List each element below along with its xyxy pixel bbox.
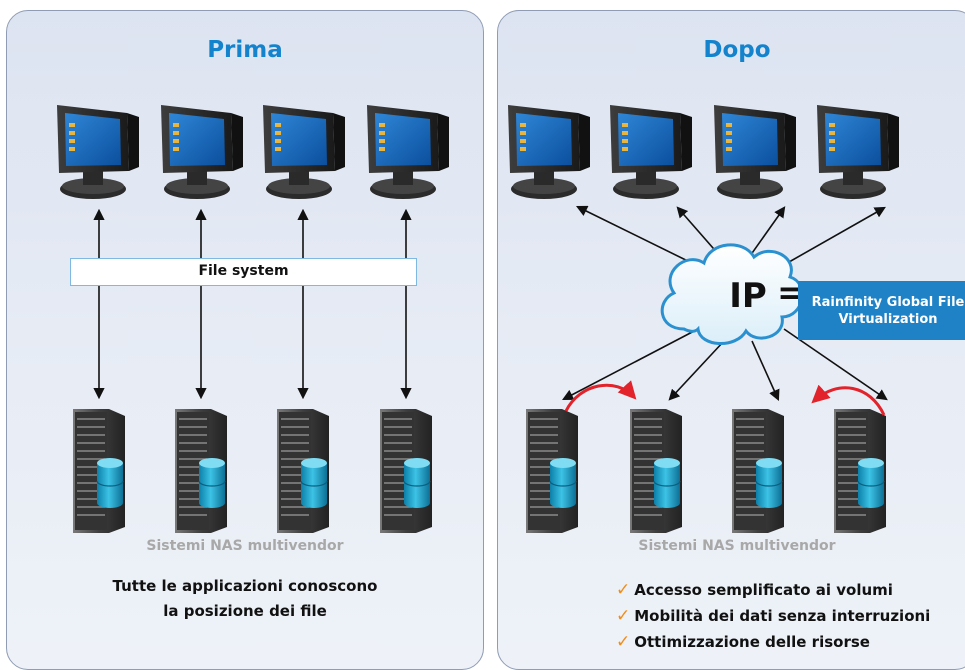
benefit-text: Mobilità dei dati senza interruzioni — [634, 607, 931, 625]
before-note-line1: Tutte le applicazioni conoscono — [112, 577, 378, 595]
before-caption: Sistemi NAS multivendor — [146, 538, 344, 554]
before-title: Prima — [207, 37, 283, 63]
arrow-to-monitor-1 — [575, 205, 699, 267]
after-arrows — [562, 205, 888, 402]
after-panel: Dopo IP = Rainfinity Global Fi — [497, 10, 965, 670]
benefits-list: ✓Accesso semplificato ai volumi ✓Mobilit… — [616, 577, 930, 655]
nas-server-icon — [525, 408, 579, 534]
monitor-icon — [263, 105, 345, 199]
nas-server-icon — [72, 408, 126, 534]
arrow-to-monitor-3 — [749, 206, 786, 257]
nas-server-icon — [629, 408, 683, 534]
migration-arrow-right — [811, 384, 886, 416]
arrow-to-server-3 — [751, 340, 780, 402]
before-arrows — [93, 208, 412, 400]
migration-arrows — [564, 380, 886, 416]
before-note: Tutte le applicazioni conoscono la posiz… — [7, 574, 483, 624]
check-icon: ✓ — [616, 580, 631, 600]
benefit-text: Accesso semplificato ai volumi — [634, 581, 893, 599]
rainfinity-box: Rainfinity Global File Virtualization — [798, 281, 965, 340]
arrow-to-server-2 — [668, 340, 725, 401]
after-diagram — [508, 105, 899, 534]
monitor-icon — [714, 105, 796, 199]
check-icon: ✓ — [616, 606, 631, 626]
migration-arrow-left — [564, 380, 637, 412]
ip-label: IP — [729, 276, 767, 316]
monitor-icon — [508, 105, 590, 199]
before-diagram — [57, 105, 449, 534]
nas-server-icon — [731, 408, 785, 534]
benefit-item: ✓Mobilità dei dati senza interruzioni — [616, 603, 930, 629]
ip-cloud-icon — [660, 243, 804, 345]
before-panel: Prima File system Sistemi NAS multivendo… — [6, 10, 484, 670]
monitor-icon — [161, 105, 243, 199]
monitor-icon — [610, 105, 692, 199]
nas-server-icon — [379, 408, 433, 534]
benefit-item: ✓Accesso semplificato ai volumi — [616, 577, 930, 603]
arrow-to-monitor-2 — [676, 206, 721, 257]
file-system-bar: File system — [70, 258, 417, 286]
check-icon: ✓ — [616, 632, 631, 652]
nas-server-icon — [833, 408, 887, 534]
monitor-icon — [367, 105, 449, 199]
nas-server-icon — [174, 408, 228, 534]
rainfinity-line2: Virtualization — [838, 311, 938, 327]
arrow-to-server-4 — [783, 328, 888, 401]
monitor-icon — [57, 105, 139, 199]
nas-server-icon — [276, 408, 330, 534]
arrow-to-server-1 — [562, 328, 699, 401]
benefit-item: ✓Ottimizzazione delle risorse — [616, 629, 930, 655]
monitor-icon — [817, 105, 899, 199]
after-caption: Sistemi NAS multivendor — [638, 538, 836, 554]
benefit-text: Ottimizzazione delle risorse — [634, 633, 870, 651]
arrow-to-monitor-4 — [781, 206, 886, 267]
after-title: Dopo — [703, 37, 771, 63]
before-note-line2: la posizione dei file — [163, 602, 327, 620]
rainfinity-line1: Rainfinity Global File — [811, 294, 965, 310]
